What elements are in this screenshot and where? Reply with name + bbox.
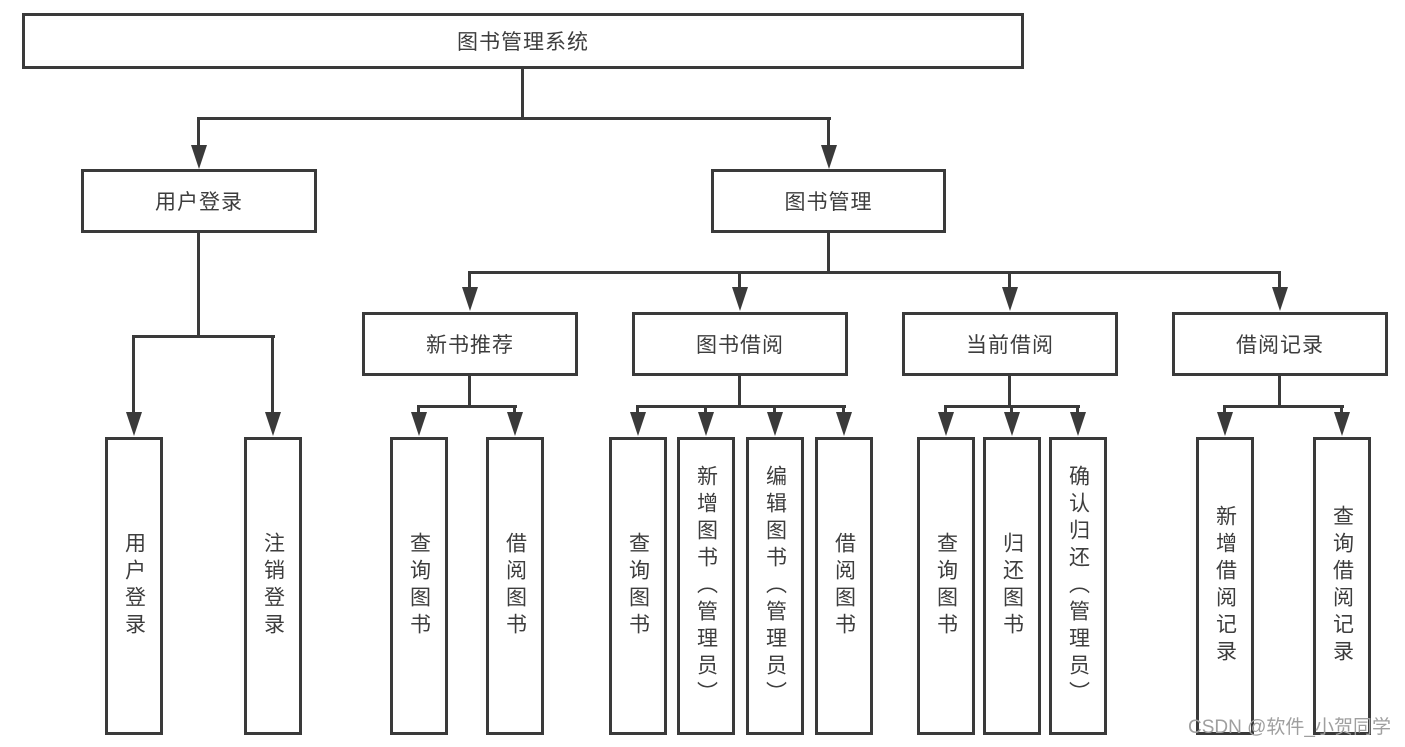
arrowhead-down-icon [732,287,748,311]
arrowhead-down-icon [630,412,646,436]
leaf-return-book: 归还图书 [983,437,1041,735]
leaf-borrow-books-recommend: 借阅图书 [486,437,544,735]
arrowhead-down-icon [191,145,207,169]
leaf-label: 借阅图书 [503,532,527,640]
arrowhead-down-icon [698,412,714,436]
connector-line [1340,405,1343,414]
arrowhead-down-icon [411,412,427,436]
leaf-label: 查询图书 [934,532,958,640]
connector-line [773,405,776,414]
connector-line [417,405,517,408]
connector-line [468,271,471,289]
connector-line [842,405,845,414]
leaf-label: 确认归还（管理员） [1066,464,1090,708]
connector-line [738,271,741,289]
connector-line [132,335,135,414]
connector-line [1223,405,1344,408]
connector-line [197,117,831,120]
arrowhead-down-icon [821,145,837,169]
leaf-label: 用户登录 [122,532,146,640]
connector-line [521,69,524,120]
leaf-label: 归还图书 [1000,532,1024,640]
connector-line [271,335,274,414]
leaf-label: 编辑图书（管理员） [763,464,787,708]
leaf-query-books-current: 查询图书 [917,437,975,735]
connector-line [1278,271,1281,289]
connector-line [1076,405,1079,414]
connector-line [827,117,830,146]
leaf-add-book-admin: 新增图书（管理员） [677,437,735,735]
connector-line [1010,405,1013,414]
connector-line [197,233,200,338]
connector-line [827,233,830,273]
arrowhead-down-icon [126,412,142,436]
node-book-management: 图书管理 [711,169,946,233]
connector-line [944,405,947,414]
node-root: 图书管理系统 [22,13,1024,69]
leaf-user-login: 用户登录 [105,437,163,735]
node-user-login: 用户登录 [81,169,317,233]
leaf-label: 注销登录 [261,532,285,640]
arrowhead-down-icon [507,412,523,436]
arrowhead-down-icon [265,412,281,436]
leaf-confirm-return-admin: 确认归还（管理员） [1049,437,1107,735]
arrowhead-down-icon [1070,412,1086,436]
leaf-label: 查询图书 [407,532,431,640]
node-new-book-recommend: 新书推荐 [362,312,578,376]
connector-line [513,405,516,414]
connector-line [468,271,1281,274]
connector-line [1223,405,1226,414]
arrowhead-down-icon [462,287,478,311]
leaf-query-books-borrow: 查询图书 [609,437,667,735]
connector-line [1008,271,1011,289]
csdn-watermark: CSDN @软件_小贺同学 [1188,717,1391,738]
leaf-label: 查询借阅记录 [1330,505,1354,667]
leaf-borrow-books: 借阅图书 [815,437,873,735]
connector-line [738,376,741,407]
leaf-label: 新增图书（管理员） [694,464,718,708]
connector-line [1278,376,1281,407]
arrowhead-down-icon [1002,287,1018,311]
leaf-add-borrow-record: 新增借阅记录 [1196,437,1254,735]
arrowhead-down-icon [836,412,852,436]
arrowhead-down-icon [938,412,954,436]
connector-line [417,405,420,414]
leaf-label: 借阅图书 [832,532,856,640]
node-borrow-records: 借阅记录 [1172,312,1388,376]
arrowhead-down-icon [1004,412,1020,436]
node-book-borrow: 图书借阅 [632,312,848,376]
connector-line [132,335,275,338]
arrowhead-down-icon [1217,412,1233,436]
leaf-query-books-recommend: 查询图书 [390,437,448,735]
node-current-borrow: 当前借阅 [902,312,1118,376]
connector-line [468,376,471,407]
connector-line [636,405,639,414]
leaf-query-borrow-record: 查询借阅记录 [1313,437,1371,735]
arrowhead-down-icon [767,412,783,436]
connector-line [636,405,846,408]
arrowhead-down-icon [1334,412,1350,436]
leaf-edit-book-admin: 编辑图书（管理员） [746,437,804,735]
arrowhead-down-icon [1272,287,1288,311]
leaf-label: 新增借阅记录 [1213,505,1237,667]
connector-line [197,117,200,146]
leaf-logout: 注销登录 [244,437,302,735]
leaf-label: 查询图书 [626,532,650,640]
connector-line [1008,376,1011,407]
connector-line [704,405,707,414]
